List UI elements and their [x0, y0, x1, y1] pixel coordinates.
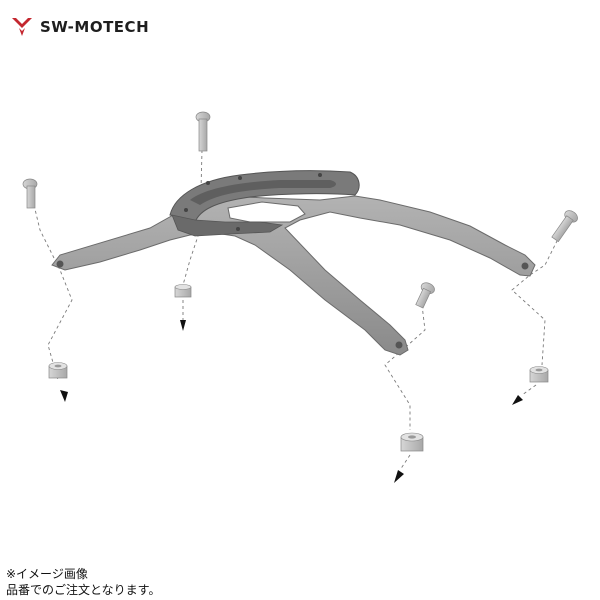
spacer-right [529, 366, 549, 383]
sw-motech-logo-icon [12, 18, 32, 36]
bolt-left [22, 178, 38, 209]
spacer-left [48, 362, 68, 379]
bolt-middle-right [415, 282, 435, 309]
assembly-guide-lines [33, 149, 561, 471]
brand-logo-text: SW-MOTECH [40, 18, 150, 36]
image-note-line: ※イメージ画像 [6, 567, 88, 581]
spacer-center [174, 284, 192, 298]
order-note-line: 品番でのご注文となります。 [6, 583, 161, 597]
bolt-right [551, 210, 578, 243]
mounting-bracket [51, 170, 536, 356]
bolt-center [195, 111, 211, 152]
spacer-middle-right [400, 432, 424, 452]
image-notes: ※イメージ画像 品番でのご注文となります。 [6, 566, 160, 598]
assembly-arrows [60, 320, 523, 483]
brand-logo: SW-MOTECH [10, 16, 149, 38]
